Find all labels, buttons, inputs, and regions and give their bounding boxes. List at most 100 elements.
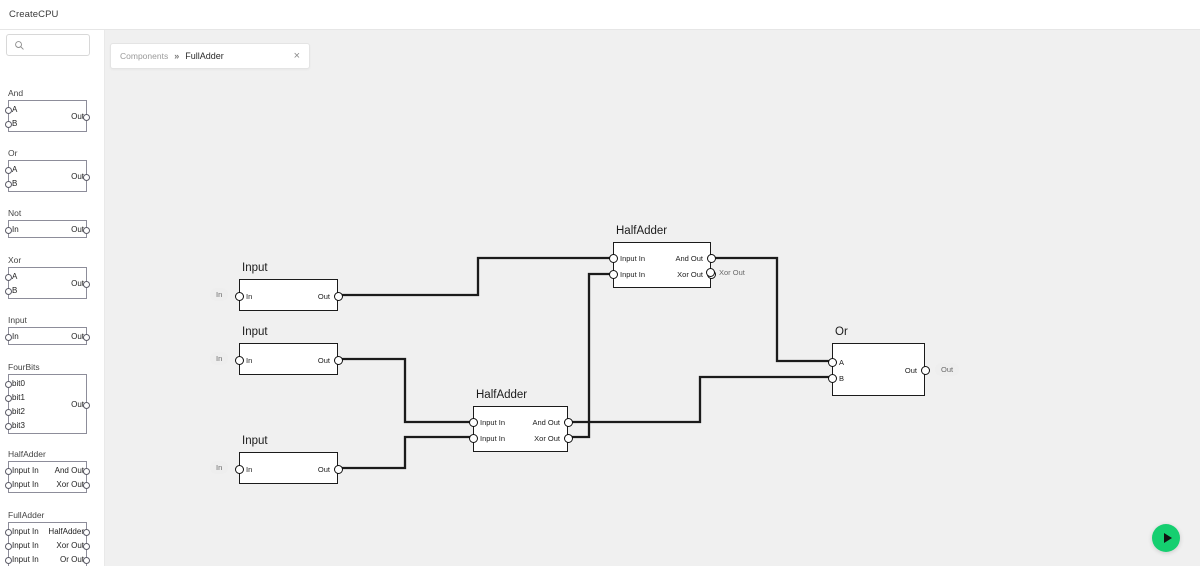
node-output-port[interactable] bbox=[333, 291, 343, 301]
palette-output-label: Out bbox=[71, 112, 84, 121]
palette-input-port[interactable] bbox=[5, 120, 12, 128]
node-input-port[interactable] bbox=[234, 291, 244, 301]
palette-input-port[interactable] bbox=[5, 333, 12, 341]
palette-input-port[interactable] bbox=[5, 422, 12, 430]
palette-output-label: Out bbox=[71, 332, 84, 341]
node-output-label: Out bbox=[317, 464, 330, 474]
palette-output-port[interactable] bbox=[83, 173, 90, 181]
palette-item-title: HalfAdder bbox=[8, 449, 46, 459]
palette-input-label: Input In bbox=[12, 541, 39, 550]
palette-port-row: Input In bbox=[5, 478, 86, 492]
palette-output-port[interactable] bbox=[83, 542, 90, 550]
palette-output-port[interactable] bbox=[83, 467, 90, 475]
node-external-output-tag: Xor Out bbox=[719, 268, 745, 277]
node-output-label: Xor Out bbox=[677, 269, 703, 279]
palette-output-port[interactable] bbox=[83, 333, 90, 341]
palette-input-port[interactable] bbox=[5, 556, 12, 564]
search-box[interactable] bbox=[6, 34, 90, 56]
run-simulation-button[interactable] bbox=[1152, 524, 1180, 552]
palette-input-label: In bbox=[12, 225, 19, 234]
search-input[interactable] bbox=[28, 39, 86, 51]
palette-output-port[interactable] bbox=[83, 481, 90, 489]
breadcrumb-root[interactable]: Components bbox=[120, 51, 169, 61]
palette-input-port[interactable] bbox=[5, 542, 12, 550]
palette-port-row: A bbox=[5, 103, 86, 117]
palette-input-label: bit3 bbox=[12, 421, 25, 430]
palette-output-port[interactable] bbox=[83, 528, 90, 536]
node-output-port[interactable] bbox=[333, 355, 343, 365]
node-output-port[interactable] bbox=[705, 267, 715, 277]
node-output-port[interactable] bbox=[563, 433, 573, 443]
palette-port-row: bit2 bbox=[5, 405, 86, 419]
palette-input-port[interactable] bbox=[5, 528, 12, 536]
palette-input-port[interactable] bbox=[5, 287, 12, 295]
node-input-port[interactable] bbox=[468, 433, 478, 443]
node-output-port[interactable] bbox=[333, 464, 343, 474]
palette-input-port[interactable] bbox=[5, 180, 12, 188]
node-output-port[interactable] bbox=[706, 253, 716, 263]
node-output-port[interactable] bbox=[563, 417, 573, 427]
node-input-port[interactable] bbox=[827, 374, 837, 383]
palette-port-row: HalfAdder bbox=[9, 525, 90, 539]
palette-input-port[interactable] bbox=[5, 166, 12, 174]
palette-input-label: Input In bbox=[12, 466, 39, 475]
breadcrumb[interactable]: Components » FullAdder × bbox=[110, 43, 310, 69]
node-input-port[interactable] bbox=[827, 358, 837, 367]
palette-input-port[interactable] bbox=[5, 380, 12, 388]
palette-input-port[interactable] bbox=[5, 481, 12, 489]
node-output-port[interactable] bbox=[920, 366, 930, 375]
node-input-port[interactable] bbox=[234, 464, 244, 474]
palette-output-port[interactable] bbox=[83, 556, 90, 564]
palette-input-port[interactable] bbox=[5, 394, 12, 402]
node-input-port[interactable] bbox=[608, 253, 618, 263]
palette-output-port[interactable] bbox=[83, 113, 90, 121]
breadcrumb-separator: » bbox=[174, 51, 180, 61]
node-input-port[interactable] bbox=[468, 417, 478, 427]
palette-input-port[interactable] bbox=[5, 467, 12, 475]
play-icon bbox=[1163, 533, 1172, 543]
palette-output-label: Or Out bbox=[59, 555, 84, 564]
palette-port-row: Out bbox=[9, 277, 90, 291]
node-input-label: In bbox=[246, 355, 253, 365]
palette-output-port[interactable] bbox=[83, 226, 90, 234]
palette-input-label: Input In bbox=[12, 480, 39, 489]
node-input-label: Input In bbox=[480, 417, 506, 427]
palette-input-label: Input In bbox=[12, 527, 39, 536]
palette-input-port[interactable] bbox=[5, 273, 12, 281]
palette-port-row: Out bbox=[9, 110, 90, 124]
canvas-node-title: Or bbox=[835, 326, 848, 338]
node-input-port[interactable] bbox=[234, 355, 244, 365]
palette-input-port[interactable] bbox=[5, 408, 12, 416]
palette-output-port[interactable] bbox=[83, 280, 90, 288]
palette-input-label: bit0 bbox=[12, 379, 25, 388]
palette-input-port[interactable] bbox=[5, 226, 12, 234]
close-icon[interactable]: × bbox=[293, 50, 300, 62]
palette-output-port[interactable] bbox=[83, 401, 90, 409]
node-input-port[interactable] bbox=[608, 269, 618, 279]
palette-input-port[interactable] bbox=[5, 106, 12, 114]
palette-input-label: A bbox=[12, 165, 18, 174]
